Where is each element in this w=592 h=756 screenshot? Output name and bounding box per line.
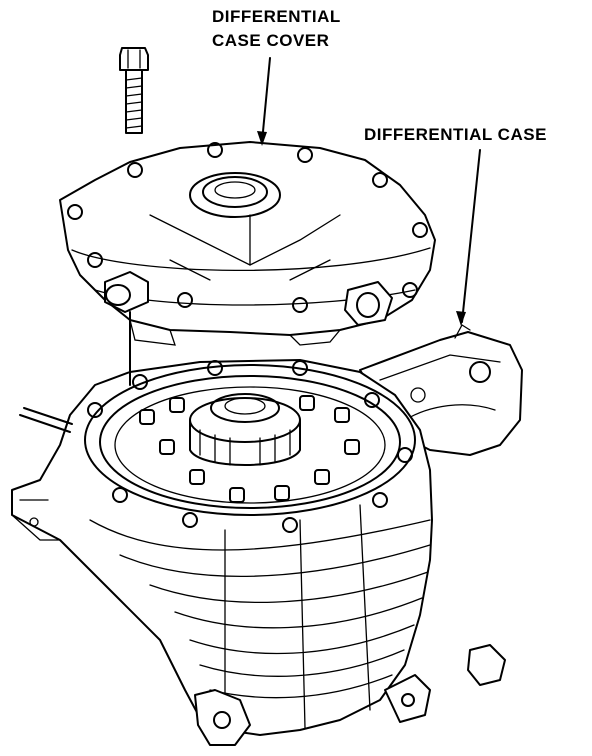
differential-case-cover-icon [59,141,436,346]
leader-cover [257,57,271,146]
differential-case-icon [11,324,523,746]
leader-case [456,149,481,326]
label-differential-case: DIFFERENTIAL CASE [364,125,547,144]
bolt-icon [119,47,149,134]
label-differential-case-cover-line1: DIFFERENTIAL [212,7,341,26]
label-differential-case-cover-line2: CASE COVER [212,31,330,50]
